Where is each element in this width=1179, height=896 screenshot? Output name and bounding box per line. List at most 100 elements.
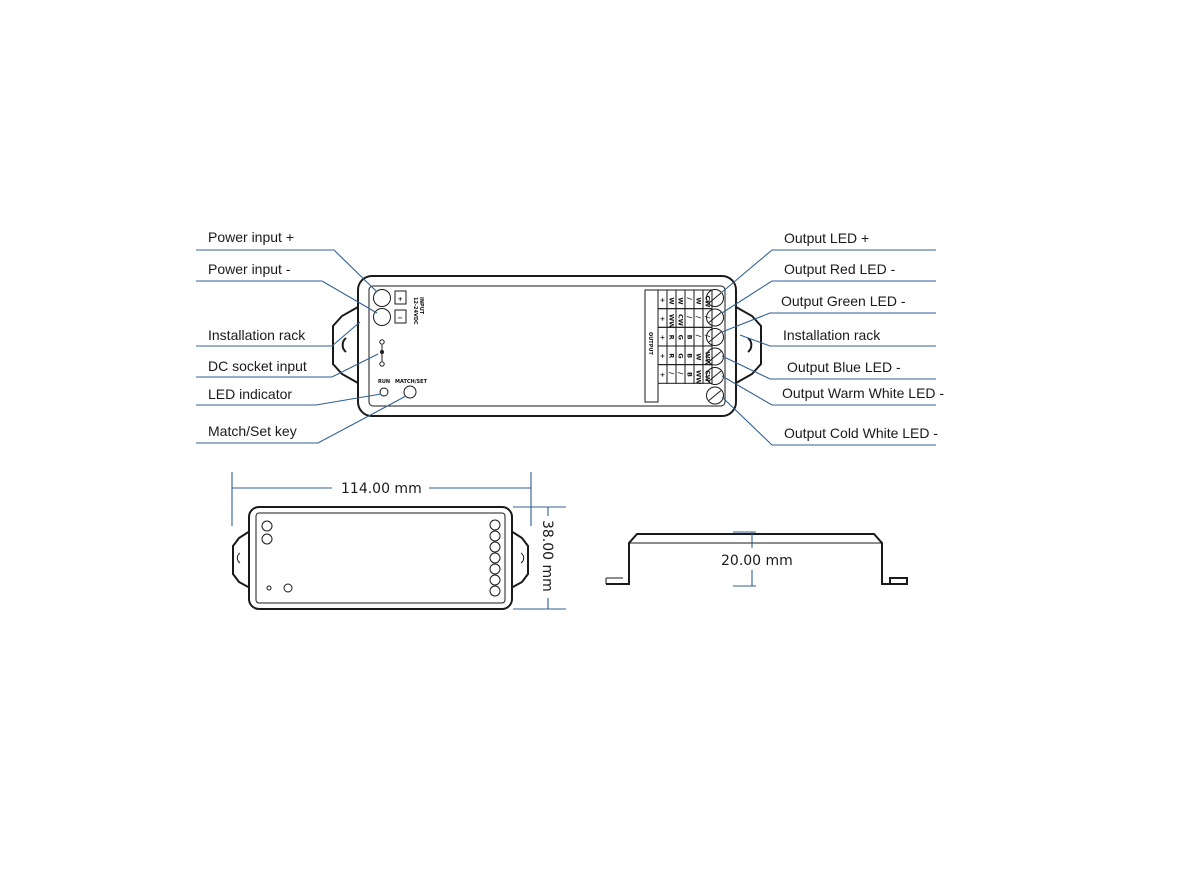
- minus-box: [394, 309, 407, 324]
- height-dimension: 20.00 mm: [721, 553, 793, 569]
- terminal-screw-slot: [708, 312, 722, 323]
- small-terminal: [489, 574, 501, 586]
- output-table-cell-text: WW: [695, 370, 703, 384]
- small-terminal: [489, 585, 501, 597]
- leader-output-green: [721, 312, 936, 333]
- output-terminal: [706, 386, 724, 405]
- output-table-cell-text: WW: [704, 351, 712, 365]
- dimension-top-view: 114.00 mm 38.00 mm: [231, 472, 566, 610]
- output-table-cell-text: W: [695, 297, 703, 304]
- small-output-terminals: [489, 519, 501, 597]
- output-table-cell-text: /: [695, 316, 703, 319]
- output-table-cell-text: /: [695, 335, 703, 338]
- output-terminal: [706, 328, 724, 346]
- leader-output-cold-white: [721, 396, 936, 446]
- output-table-cell-text: CW: [677, 314, 685, 326]
- right-callouts: Output LED + Output Red LED - Output Gre…: [720, 230, 944, 446]
- label-output-green: Output Green LED -: [781, 293, 906, 309]
- device-inner-panel: [368, 285, 726, 407]
- length-dimension: 114.00 mm: [341, 481, 422, 497]
- output-title: OUTPUT: [647, 332, 653, 355]
- small-terminal: [489, 541, 501, 553]
- width-dimension: 38.00 mm: [539, 520, 555, 592]
- output-table-cell-text: +: [659, 353, 667, 358]
- output-table-cell-text: WW: [668, 314, 676, 328]
- leader-power-plus: [196, 249, 378, 293]
- output-table-cell-text: /: [677, 372, 685, 375]
- output-table-cell-text: +: [659, 372, 667, 377]
- output-table-cell-text: /: [686, 297, 694, 300]
- leader-dc-socket: [196, 353, 379, 378]
- leader-output-blue: [721, 355, 936, 380]
- output-table-cell-text: +: [659, 316, 667, 321]
- output-table-cell-text: B: [686, 353, 694, 358]
- output-table-cell-text: G: [677, 335, 685, 340]
- terminal-screw-slot: [708, 292, 722, 304]
- device-case: [357, 275, 737, 417]
- output-table-cell-text: W: [668, 297, 676, 304]
- output-terminal: [706, 308, 724, 327]
- label-output-blue: Output Blue LED -: [787, 359, 901, 375]
- output-table-cell-text: +: [659, 335, 667, 340]
- leader-output-warm-white: [721, 375, 936, 406]
- leader-power-minus: [196, 280, 378, 314]
- leader-output-plus: [720, 249, 936, 294]
- output-table-cell-text: /: [704, 316, 712, 319]
- terminal-screw-slot: [708, 390, 722, 401]
- dimension-side-view: 20.00 mm: [605, 531, 908, 587]
- terminal-screw-slot: [708, 370, 722, 382]
- label-installation-rack-left: Installation rack: [208, 327, 306, 343]
- small-left-ear: [232, 529, 251, 590]
- run-text: RUN: [378, 379, 390, 385]
- output-table-cell-text: B: [686, 372, 694, 377]
- output-table-cell-text: /: [668, 372, 676, 375]
- output-terminals: [706, 289, 724, 405]
- label-power-input-plus: Power input +: [208, 229, 294, 245]
- small-terminal: [489, 519, 501, 531]
- output-table-cell-text: /: [704, 335, 712, 338]
- output-table-cell-text: /: [686, 316, 694, 319]
- small-right-ear: [510, 529, 529, 590]
- output-terminal: [706, 289, 724, 307]
- output-table-cell-text: W: [695, 353, 703, 360]
- label-output-led-plus: Output LED +: [784, 230, 869, 246]
- output-table-cell-text: R: [668, 335, 676, 340]
- leader-installation-rack-right: [739, 334, 936, 347]
- output-table-cell-text: R: [668, 353, 676, 358]
- dc-socket-symbol: [379, 339, 385, 367]
- small-terminal: [489, 552, 501, 564]
- leader-output-red: [721, 280, 936, 314]
- output-table-cell-text: W: [677, 297, 685, 304]
- match-set-text: MATCH/SET: [395, 379, 428, 385]
- plus-box: [394, 290, 407, 305]
- label-output-warm-white: Output Warm White LED -: [782, 385, 944, 401]
- match-set-key: [403, 385, 417, 399]
- minus-symbol: −: [398, 314, 403, 322]
- label-led-indicator: LED indicator: [208, 386, 292, 402]
- led-indicator: [379, 387, 389, 397]
- leader-led-indicator: [196, 393, 382, 406]
- left-callouts: Power input + Power input - Installation…: [196, 229, 407, 444]
- small-case: [248, 506, 513, 610]
- input-rating: INPUT 12-24VDC: [412, 297, 424, 325]
- small-terminal: [489, 563, 501, 575]
- output-table-cell-text: CW: [704, 370, 712, 382]
- label-power-input-minus: Power input -: [208, 261, 291, 277]
- label-match-set-key: Match/Set key: [208, 423, 297, 439]
- power-plus-terminal: [373, 289, 391, 307]
- label-output-cold-white: Output Cold White LED -: [784, 425, 938, 441]
- output-table-cell: [702, 364, 713, 384]
- small-terminal: [489, 530, 501, 542]
- label-output-red: Output Red LED -: [784, 261, 896, 277]
- output-table-cell-text: G: [677, 353, 685, 358]
- device-top-view: + − INPUT 12-24VDC RUN MATCH/SET OUTPUT …: [332, 275, 762, 417]
- label-dc-socket-input: DC socket input: [208, 358, 307, 374]
- output-table-cell-text: B: [686, 335, 694, 340]
- terminal-screw-slot: [708, 331, 722, 343]
- output-table-cell-text: +: [659, 297, 667, 302]
- svg-text:12-24VDC: 12-24VDC: [412, 297, 418, 325]
- terminal-screw-slot: [708, 351, 722, 362]
- left-mounting-ear: [332, 305, 359, 385]
